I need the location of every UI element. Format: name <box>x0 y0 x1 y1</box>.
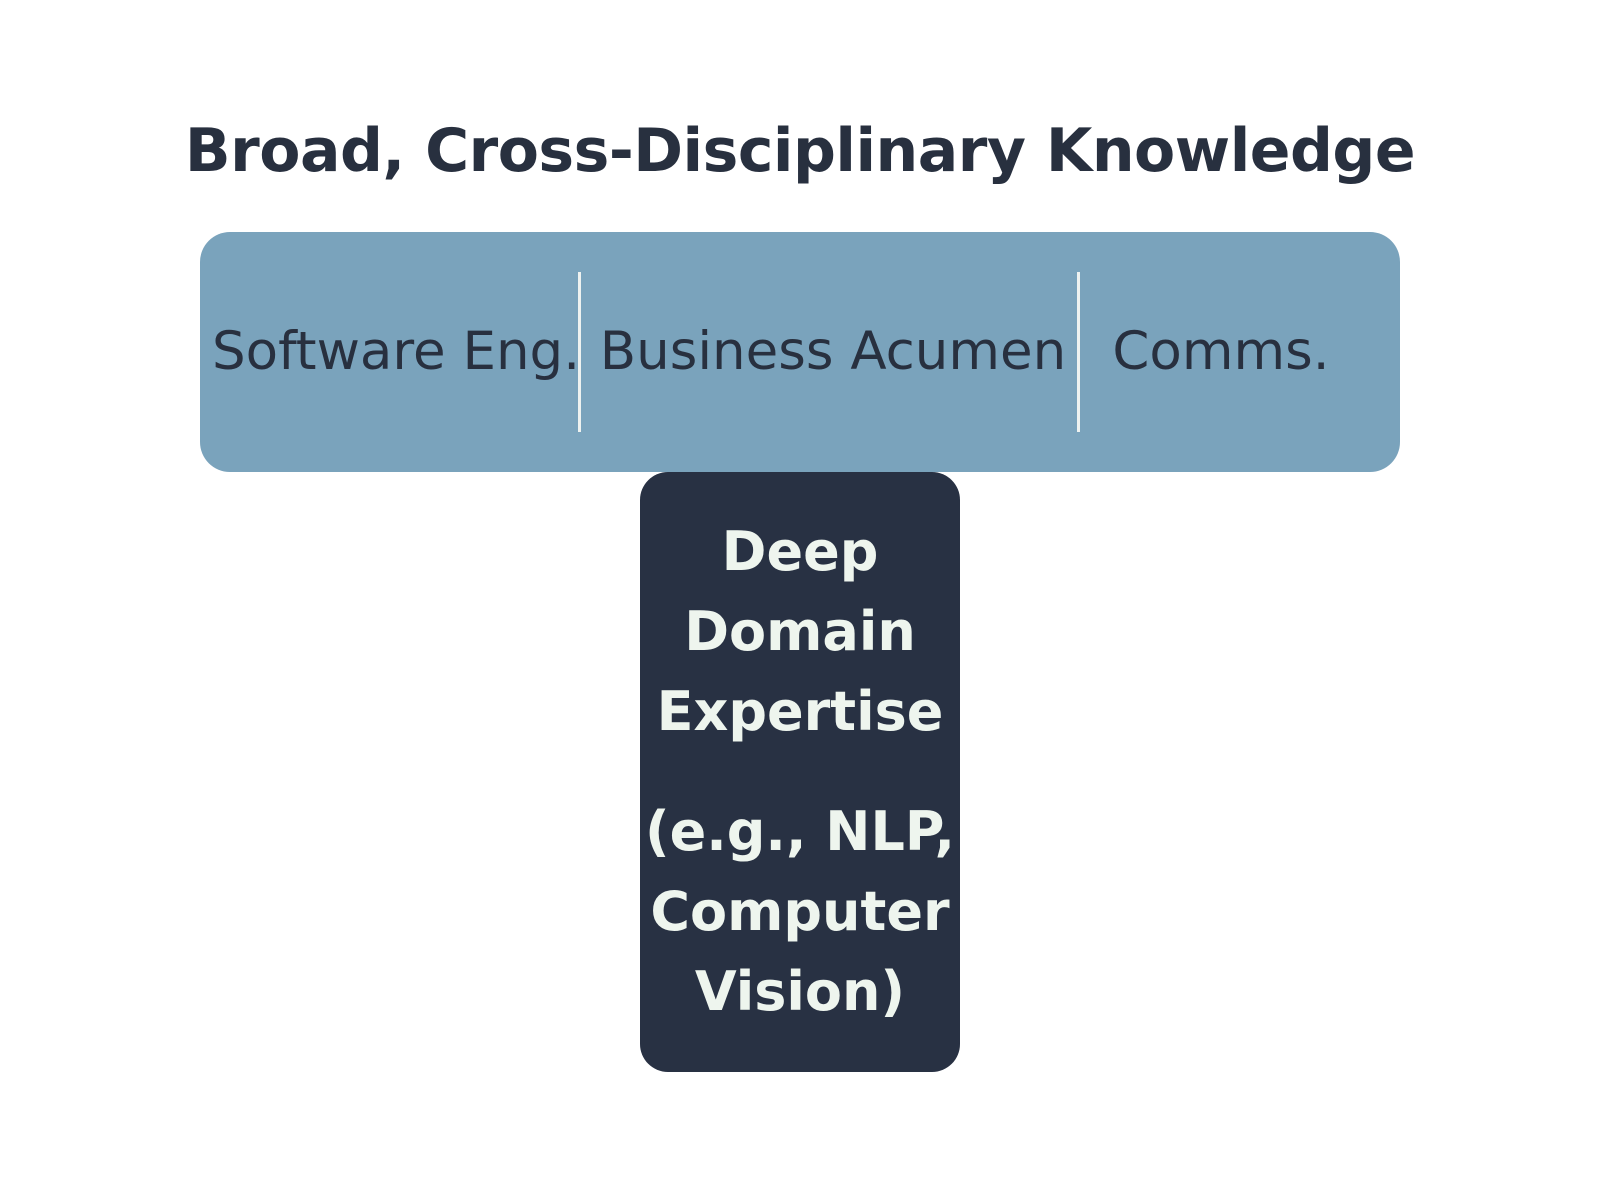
example-line: Vision) <box>694 960 906 1023</box>
example-line: (e.g., NLP, <box>644 800 956 863</box>
deep-expertise-line: Domain <box>684 600 916 663</box>
segment-software-eng: Software Eng. <box>212 321 581 382</box>
deep-expertise-example: (e.g., NLP, Computer Vision) <box>640 792 960 1032</box>
deep-expertise-line: Deep <box>721 520 879 583</box>
segment-comms: Comms. <box>1112 321 1330 382</box>
deep-expertise-stem: Deep Domain Expertise (e.g., NLP, Comput… <box>640 472 960 1072</box>
segment-business-acumen: Business Acumen <box>599 321 1067 382</box>
diagram-title: Broad, Cross-Disciplinary Knowledge <box>184 116 1416 186</box>
deep-expertise-line: Expertise <box>656 680 944 743</box>
deep-expertise-heading: Deep Domain Expertise <box>640 512 960 752</box>
segment-divider <box>1077 272 1080 432</box>
broad-knowledge-bar: Software Eng. Business Acumen Comms. <box>200 232 1400 472</box>
segment-divider <box>578 272 581 432</box>
example-line: Computer <box>650 880 950 943</box>
